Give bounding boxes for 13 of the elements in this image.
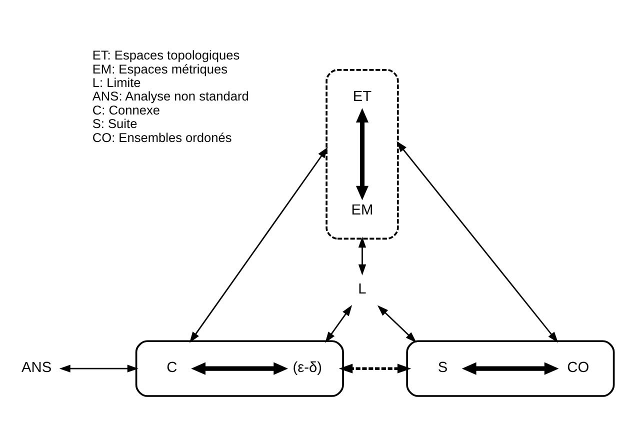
node-text: S xyxy=(438,360,448,376)
label: CO: Ensembles ordonés xyxy=(92,129,232,144)
label: ET: Espaces topologiques xyxy=(92,47,240,62)
label: ANS: Analyse non standard xyxy=(92,88,249,104)
node-text: CO xyxy=(567,360,590,376)
node-text: L xyxy=(358,280,366,297)
label: S: Suite xyxy=(92,116,138,131)
node-text: ANS xyxy=(22,360,52,376)
node-text: C xyxy=(166,360,178,376)
node-text: EM xyxy=(351,202,374,218)
node-text: (ε-δ) xyxy=(292,360,322,376)
node-text: ET xyxy=(352,88,372,104)
label: L: Limite xyxy=(92,74,141,90)
